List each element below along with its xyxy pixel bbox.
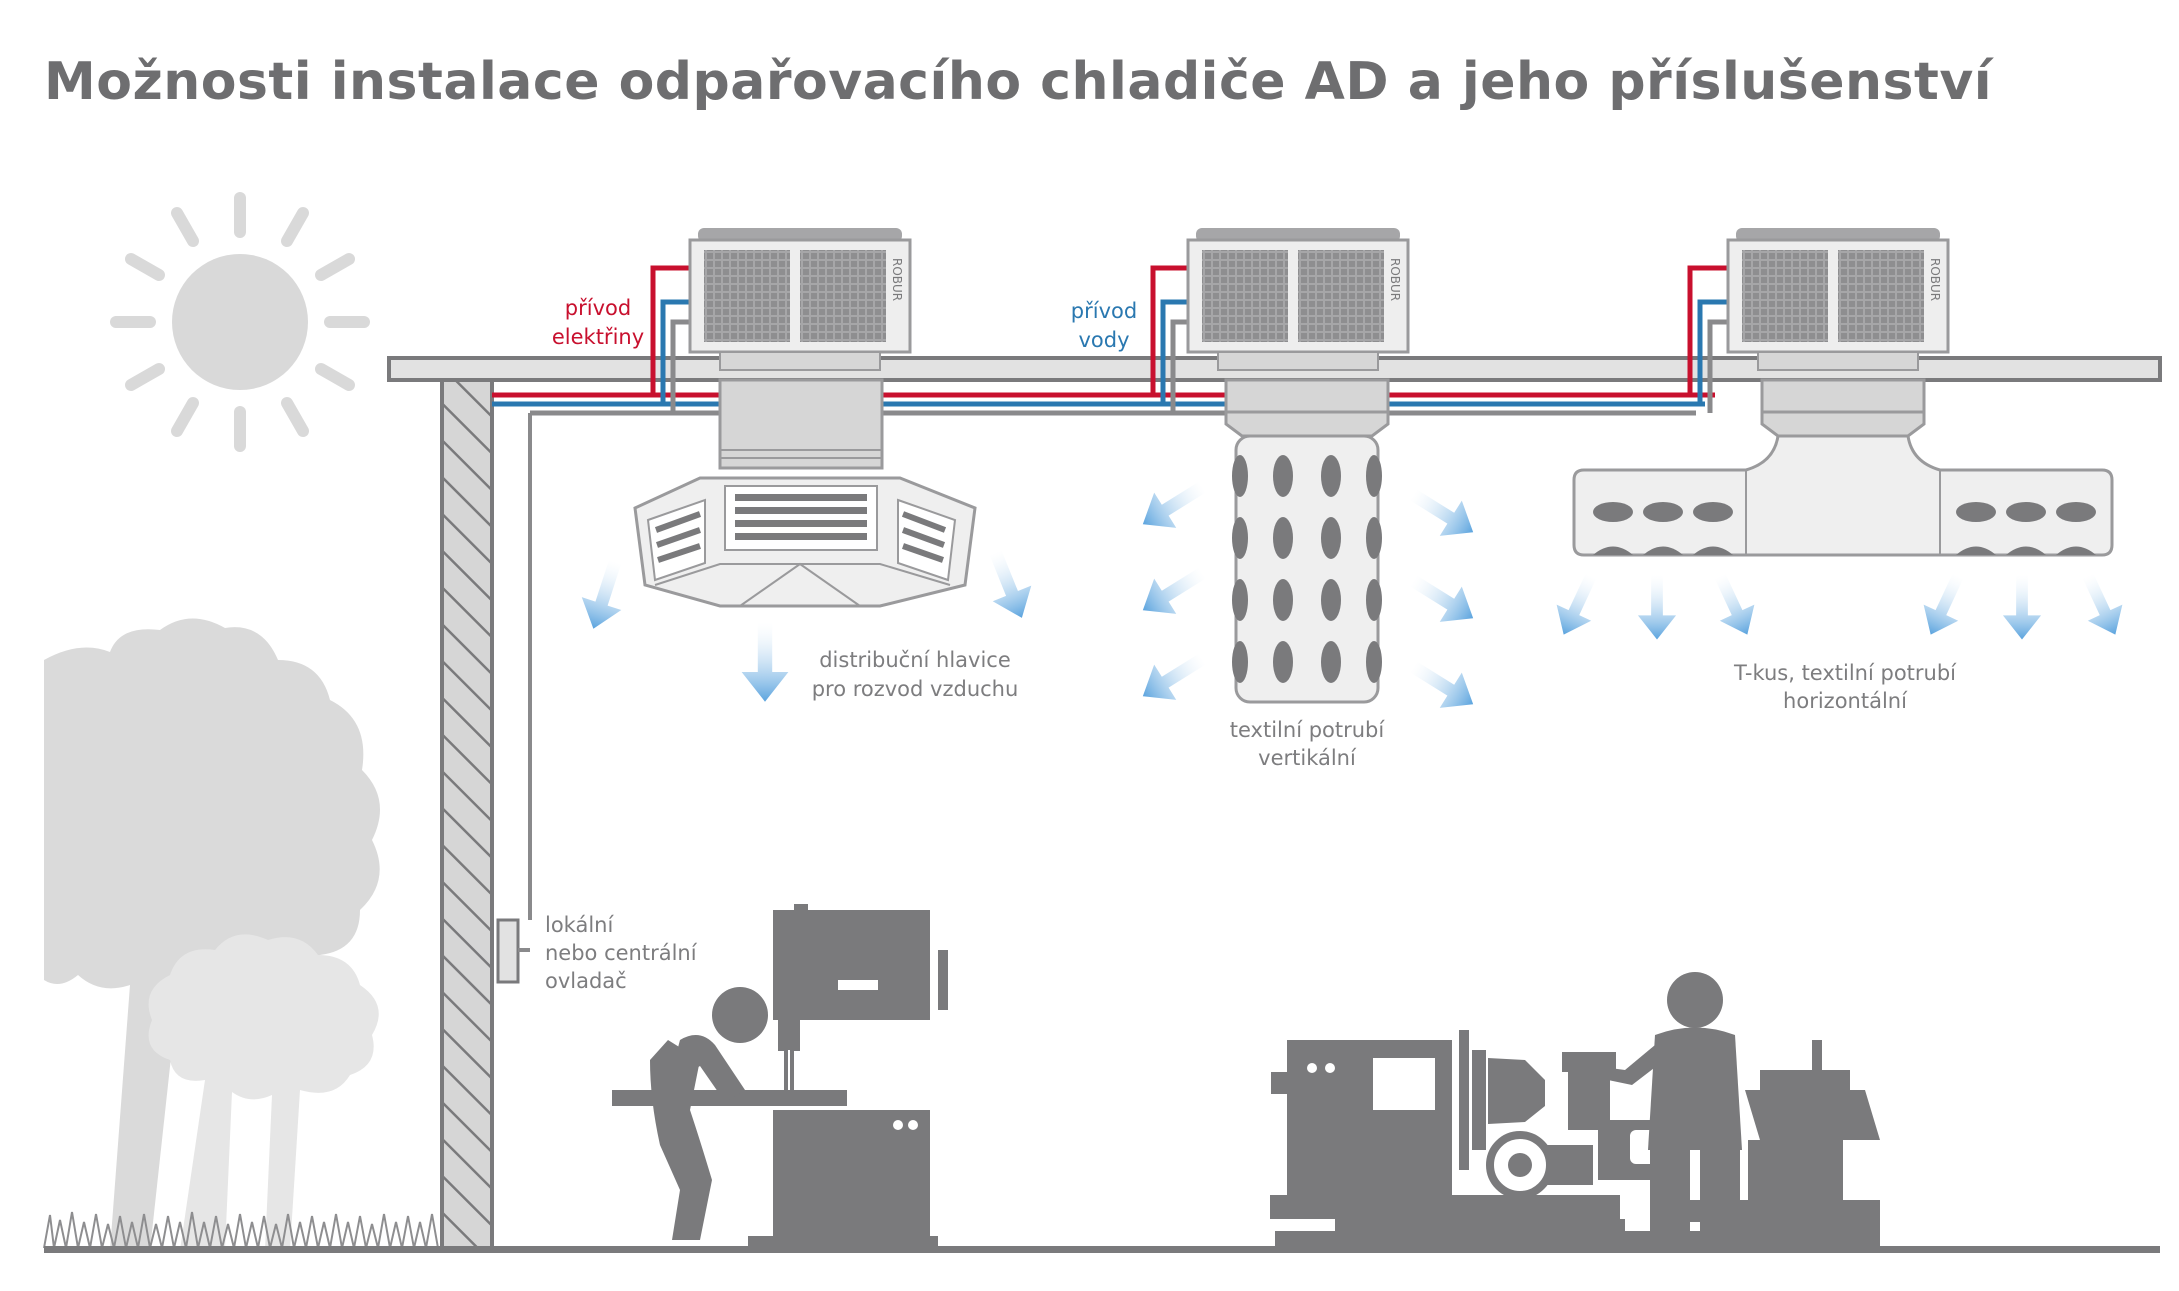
distribution-head	[633, 378, 977, 608]
lathe-icon	[1270, 1030, 1880, 1248]
svg-text:přívod: přívod	[565, 296, 631, 320]
svg-text:vertikální: vertikální	[1258, 746, 1357, 770]
svg-text:nebo centrální: nebo centrální	[545, 941, 698, 965]
svg-text:T-kus, textilní potrubí: T-kus, textilní potrubí	[1733, 661, 1957, 685]
grass	[43, 1211, 439, 1249]
svg-text:ovladač: ovladač	[545, 969, 627, 993]
label-water-supply: přívod vody	[1071, 299, 1137, 352]
svg-text:horizontální: horizontální	[1783, 689, 1908, 713]
svg-text:textilní potrubí: textilní potrubí	[1230, 718, 1386, 742]
svg-text:elektřiny: elektřiny	[552, 325, 644, 349]
airflow-arrow-icon	[1546, 568, 2133, 643]
svg-text:přívod: přívod	[1071, 299, 1137, 323]
brand-logo: ROBUR	[890, 258, 904, 301]
brand-logo: ROBUR	[1388, 258, 1402, 301]
svg-text:pro rozvod vzduchu: pro rozvod vzduchu	[812, 677, 1019, 701]
sun-icon	[110, 192, 370, 452]
label-distribution-head: distribuční hlavice pro rozvod vzduchu	[812, 648, 1019, 701]
vertical-textile-duct	[1224, 378, 1390, 704]
svg-text:lokální: lokální	[545, 913, 614, 937]
label-horizontal-duct: T-kus, textilní potrubí horizontální	[1733, 661, 1957, 713]
controller-icon	[496, 918, 530, 984]
wall	[440, 374, 494, 1250]
worker-icon	[650, 987, 768, 1240]
label-vertical-duct: textilní potrubí vertikální	[1230, 718, 1386, 770]
tree-icon	[44, 618, 380, 1250]
page-title: Možnosti instalace odpařovacího chladiče…	[44, 52, 1993, 112]
label-electric-supply: přívod elektřiny	[552, 296, 644, 349]
cooler-unit-icon: ROBUR ROBUR ROBUR	[688, 228, 1950, 371]
svg-text:vody: vody	[1078, 328, 1129, 352]
label-controller: lokální nebo centrální ovladač	[545, 913, 698, 993]
horizontal-textile-duct	[1572, 378, 2114, 557]
svg-text:distribuční hlavice: distribuční hlavice	[819, 648, 1011, 672]
worker-icon	[1608, 972, 1742, 1246]
floor-line	[44, 1246, 2160, 1253]
brand-logo: ROBUR	[1928, 258, 1942, 301]
